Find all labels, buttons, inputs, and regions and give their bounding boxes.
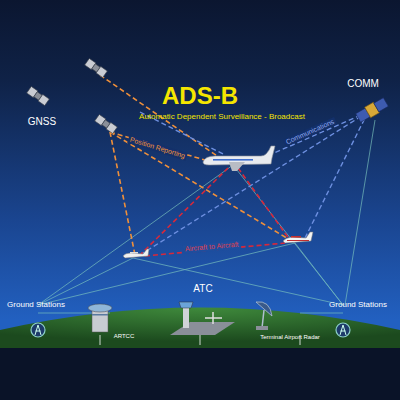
subtitle: Automatic Dependent Surveillance - Broad… (139, 113, 305, 122)
system-label: GNSS (28, 116, 56, 127)
system-label: COMM (347, 78, 379, 89)
atc-label: ATC (193, 283, 212, 294)
station-label: Ground Stations (7, 301, 65, 310)
diagram-title: ADS-B (162, 83, 238, 109)
facility-label: ARTCC (114, 333, 135, 340)
station-label: Ground Stations (329, 301, 387, 310)
facility-label: Terminal Airport Radar (260, 334, 320, 341)
